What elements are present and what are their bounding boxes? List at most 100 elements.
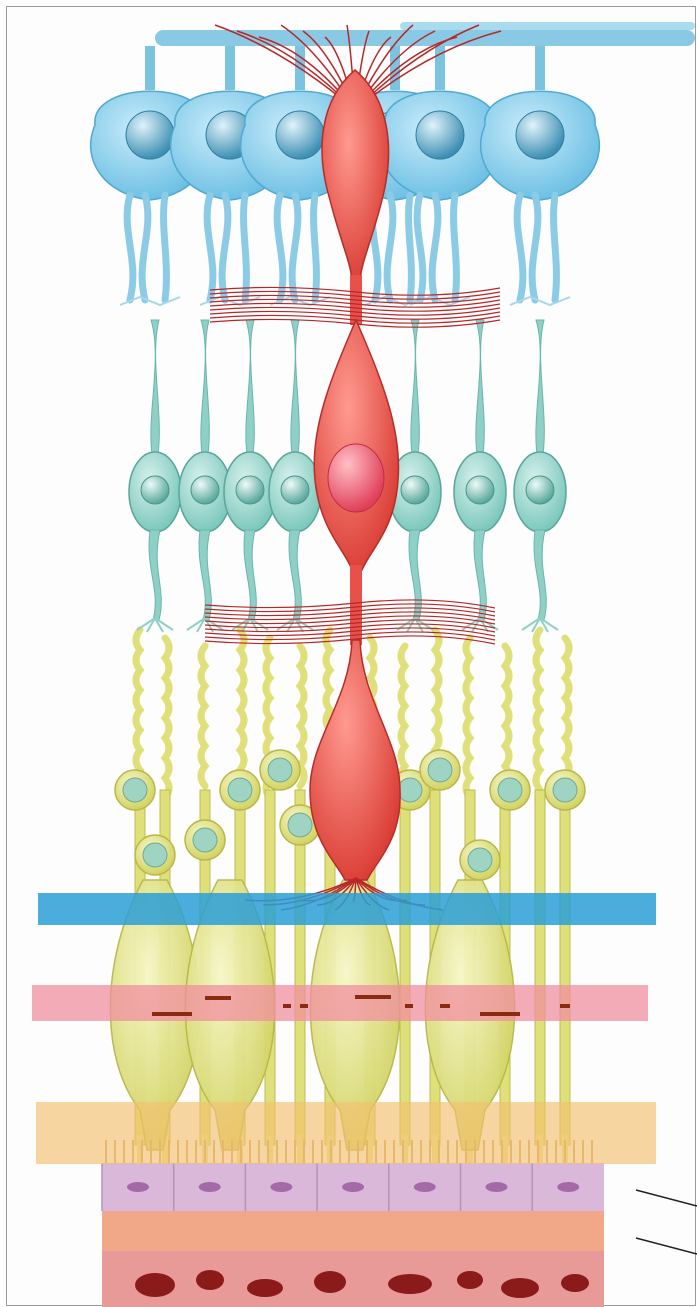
ganglion-dendrite bbox=[222, 195, 228, 300]
epithelium-nucleus bbox=[199, 1182, 221, 1192]
bipolar-axon bbox=[244, 530, 256, 620]
bipolar-axon bbox=[199, 530, 211, 620]
bipolar-nucleus bbox=[401, 476, 429, 504]
photoreceptor-nucleus bbox=[468, 848, 492, 872]
rod-inner-segment bbox=[535, 790, 545, 1145]
pigment-granule bbox=[560, 1004, 570, 1008]
bipolar-nucleus bbox=[526, 476, 554, 504]
photoreceptor-nucleus bbox=[498, 778, 522, 802]
blood-vessel bbox=[135, 1273, 175, 1297]
bipolar-dendrite bbox=[411, 320, 419, 460]
optic-nerve-fiber bbox=[155, 30, 695, 46]
ganglion-dendrite bbox=[387, 195, 393, 300]
pigment-granule bbox=[152, 1012, 192, 1016]
ganglion-dendrite bbox=[292, 195, 298, 300]
photoreceptor-axon bbox=[165, 638, 169, 798]
photoreceptor-nucleus bbox=[143, 843, 167, 867]
vascular-layer bbox=[102, 1251, 604, 1307]
ganglion-dendrite bbox=[127, 195, 133, 300]
ganglion-dendrite bbox=[417, 195, 423, 300]
choroid-layer bbox=[102, 1211, 604, 1251]
epithelium-nucleus bbox=[486, 1182, 508, 1192]
blood-vessel bbox=[457, 1271, 483, 1289]
bipolar-dendrite bbox=[246, 320, 254, 460]
photoreceptor-axon bbox=[201, 646, 205, 786]
bipolar-nucleus bbox=[191, 476, 219, 504]
blood-vessel bbox=[196, 1270, 224, 1290]
blood-vessel bbox=[314, 1271, 346, 1293]
pointer-lines bbox=[636, 1190, 697, 1254]
band-pink bbox=[32, 985, 648, 1021]
bipolar-axon bbox=[149, 530, 161, 620]
bipolar-nucleus bbox=[466, 476, 494, 504]
photoreceptor-nucleus bbox=[428, 758, 452, 782]
ganglion-dendrite bbox=[142, 195, 148, 300]
photoreceptor-axon bbox=[505, 646, 509, 786]
bipolar-dendrite bbox=[291, 320, 299, 460]
epithelium-nucleus bbox=[414, 1182, 436, 1192]
pigment-granule bbox=[300, 1004, 308, 1008]
pigment-granule bbox=[440, 1004, 450, 1008]
ganglion-dendrite bbox=[244, 195, 247, 300]
pigment-granule bbox=[405, 1004, 413, 1008]
bipolar-axon bbox=[409, 530, 421, 620]
ganglion-nucleus bbox=[516, 111, 564, 159]
ganglion-dendrite bbox=[454, 195, 457, 300]
ganglion-dendrite bbox=[432, 195, 438, 300]
rod-inner-segment bbox=[560, 790, 570, 1145]
photoreceptor-nucleus bbox=[398, 778, 422, 802]
optic-nerve-fiber bbox=[400, 22, 695, 30]
blood-vessel bbox=[388, 1274, 432, 1294]
photoreceptor-axon bbox=[240, 630, 244, 790]
pointer-line-lower bbox=[636, 1238, 697, 1254]
ganglion-cell-layer bbox=[91, 22, 695, 305]
ganglion-dendrite bbox=[277, 195, 283, 300]
ganglion-dendrite bbox=[517, 195, 523, 300]
pigment-granule bbox=[355, 995, 391, 999]
ganglion-nucleus bbox=[126, 111, 174, 159]
pigment-granule bbox=[480, 1012, 520, 1016]
photoreceptor-axon bbox=[536, 630, 540, 790]
photoreceptor-nucleus bbox=[193, 828, 217, 852]
bipolar-dendrite bbox=[201, 320, 209, 460]
ganglion-nucleus bbox=[276, 111, 324, 159]
bipolar-dendrite bbox=[151, 320, 159, 460]
pointer-line-upper bbox=[636, 1190, 697, 1206]
photoreceptor-axon bbox=[300, 646, 304, 786]
epithelium-nucleus bbox=[270, 1182, 292, 1192]
photoreceptor-nucleus bbox=[553, 778, 577, 802]
photoreceptor-axon bbox=[466, 638, 470, 798]
band-blue bbox=[38, 893, 656, 925]
pigment-granule bbox=[283, 1004, 291, 1008]
ganglion-dendrite bbox=[532, 195, 538, 300]
ganglion-dendrite bbox=[409, 195, 412, 300]
photoreceptor-nucleus bbox=[288, 813, 312, 837]
bipolar-dendrite bbox=[476, 320, 484, 460]
bottom-tissue-layers bbox=[102, 1163, 604, 1307]
blood-vessel bbox=[561, 1274, 589, 1292]
photoreceptor-nucleus bbox=[123, 778, 147, 802]
band-orange bbox=[36, 1102, 656, 1164]
photoreceptor-nucleus bbox=[268, 758, 292, 782]
epithelium-nucleus bbox=[127, 1182, 149, 1192]
bipolar-nucleus bbox=[281, 476, 309, 504]
rod-inner-segment bbox=[400, 790, 410, 1145]
bipolar-nucleus bbox=[236, 476, 264, 504]
blood-vessel bbox=[247, 1279, 283, 1297]
red-middle-nucleus bbox=[328, 444, 384, 512]
blood-vessel bbox=[501, 1278, 539, 1298]
ganglion-nucleus bbox=[416, 111, 464, 159]
photoreceptor-axon bbox=[136, 630, 140, 790]
bipolar-dendrite bbox=[536, 320, 544, 460]
red-process bbox=[350, 565, 362, 645]
ganglion-dendrite bbox=[314, 195, 317, 300]
bipolar-axon bbox=[534, 530, 546, 620]
pigment-granule bbox=[205, 996, 231, 1000]
ganglion-dendrite bbox=[554, 195, 557, 300]
ganglion-dendrite bbox=[207, 195, 213, 300]
bipolar-nucleus bbox=[141, 476, 169, 504]
photoreceptor-nucleus bbox=[228, 778, 252, 802]
epithelium-nucleus bbox=[557, 1182, 579, 1192]
epithelium-nucleus bbox=[342, 1182, 364, 1192]
